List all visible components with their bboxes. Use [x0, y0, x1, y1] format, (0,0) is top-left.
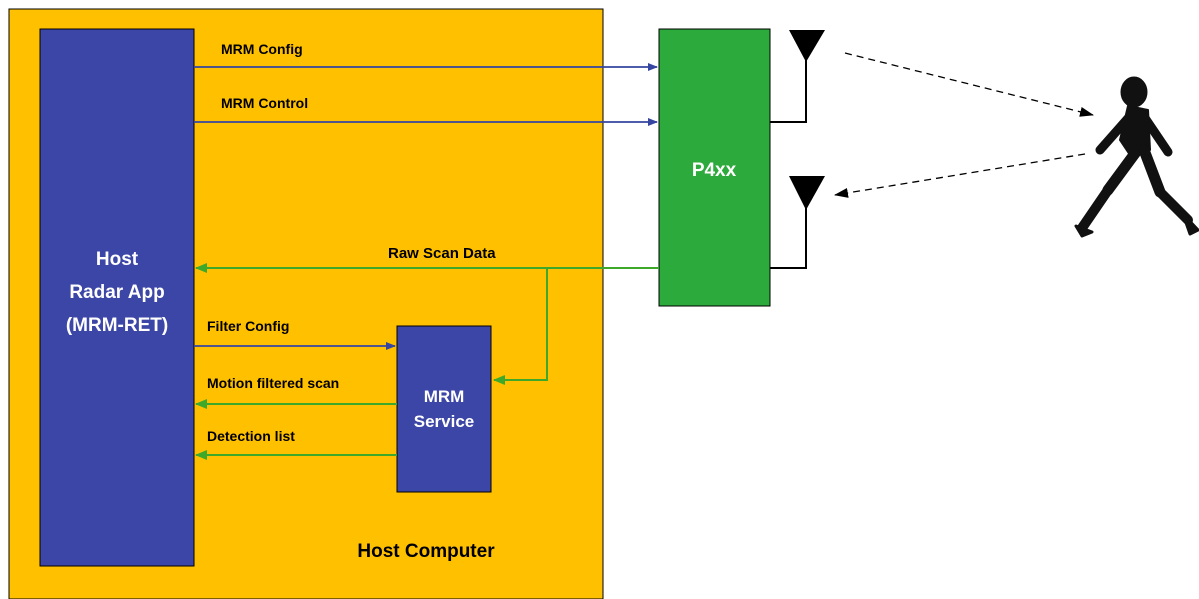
raw-scan-data-label: Raw Scan Data	[388, 245, 496, 262]
reflected-signal-arrow	[834, 153, 1086, 198]
walking-person-icon	[1074, 76, 1199, 238]
mrm-service-line1: MRM	[424, 387, 465, 406]
host-radar-app-box	[39, 28, 195, 567]
motion-filtered-scan-label: Motion filtered scan	[207, 375, 339, 391]
mrm-service-box	[396, 325, 492, 493]
host-radar-app-line3: (MRM-RET)	[66, 315, 168, 336]
filter-config-label: Filter Config	[207, 318, 289, 334]
detection-list-label: Detection list	[207, 428, 295, 444]
tx-antenna-feed	[770, 55, 807, 123]
antenna-icon	[789, 30, 825, 62]
mrm-control-label: MRM Control	[221, 95, 308, 111]
p4xx-box	[658, 28, 771, 307]
p4xx-label: P4xx	[692, 160, 737, 181]
antenna-icon	[789, 176, 825, 210]
host-radar-app-line1: Host	[96, 249, 139, 270]
mrm-config-label: MRM Config	[221, 41, 303, 57]
host-radar-app-line2: Radar App	[69, 282, 164, 303]
raw-scan-branch-arrow	[493, 268, 548, 385]
rx-antenna-feed	[770, 198, 807, 269]
transmit-signal-arrow	[844, 52, 1094, 117]
mrm-service-line2: Service	[414, 412, 475, 431]
host-computer-label: Host Computer	[357, 541, 495, 562]
